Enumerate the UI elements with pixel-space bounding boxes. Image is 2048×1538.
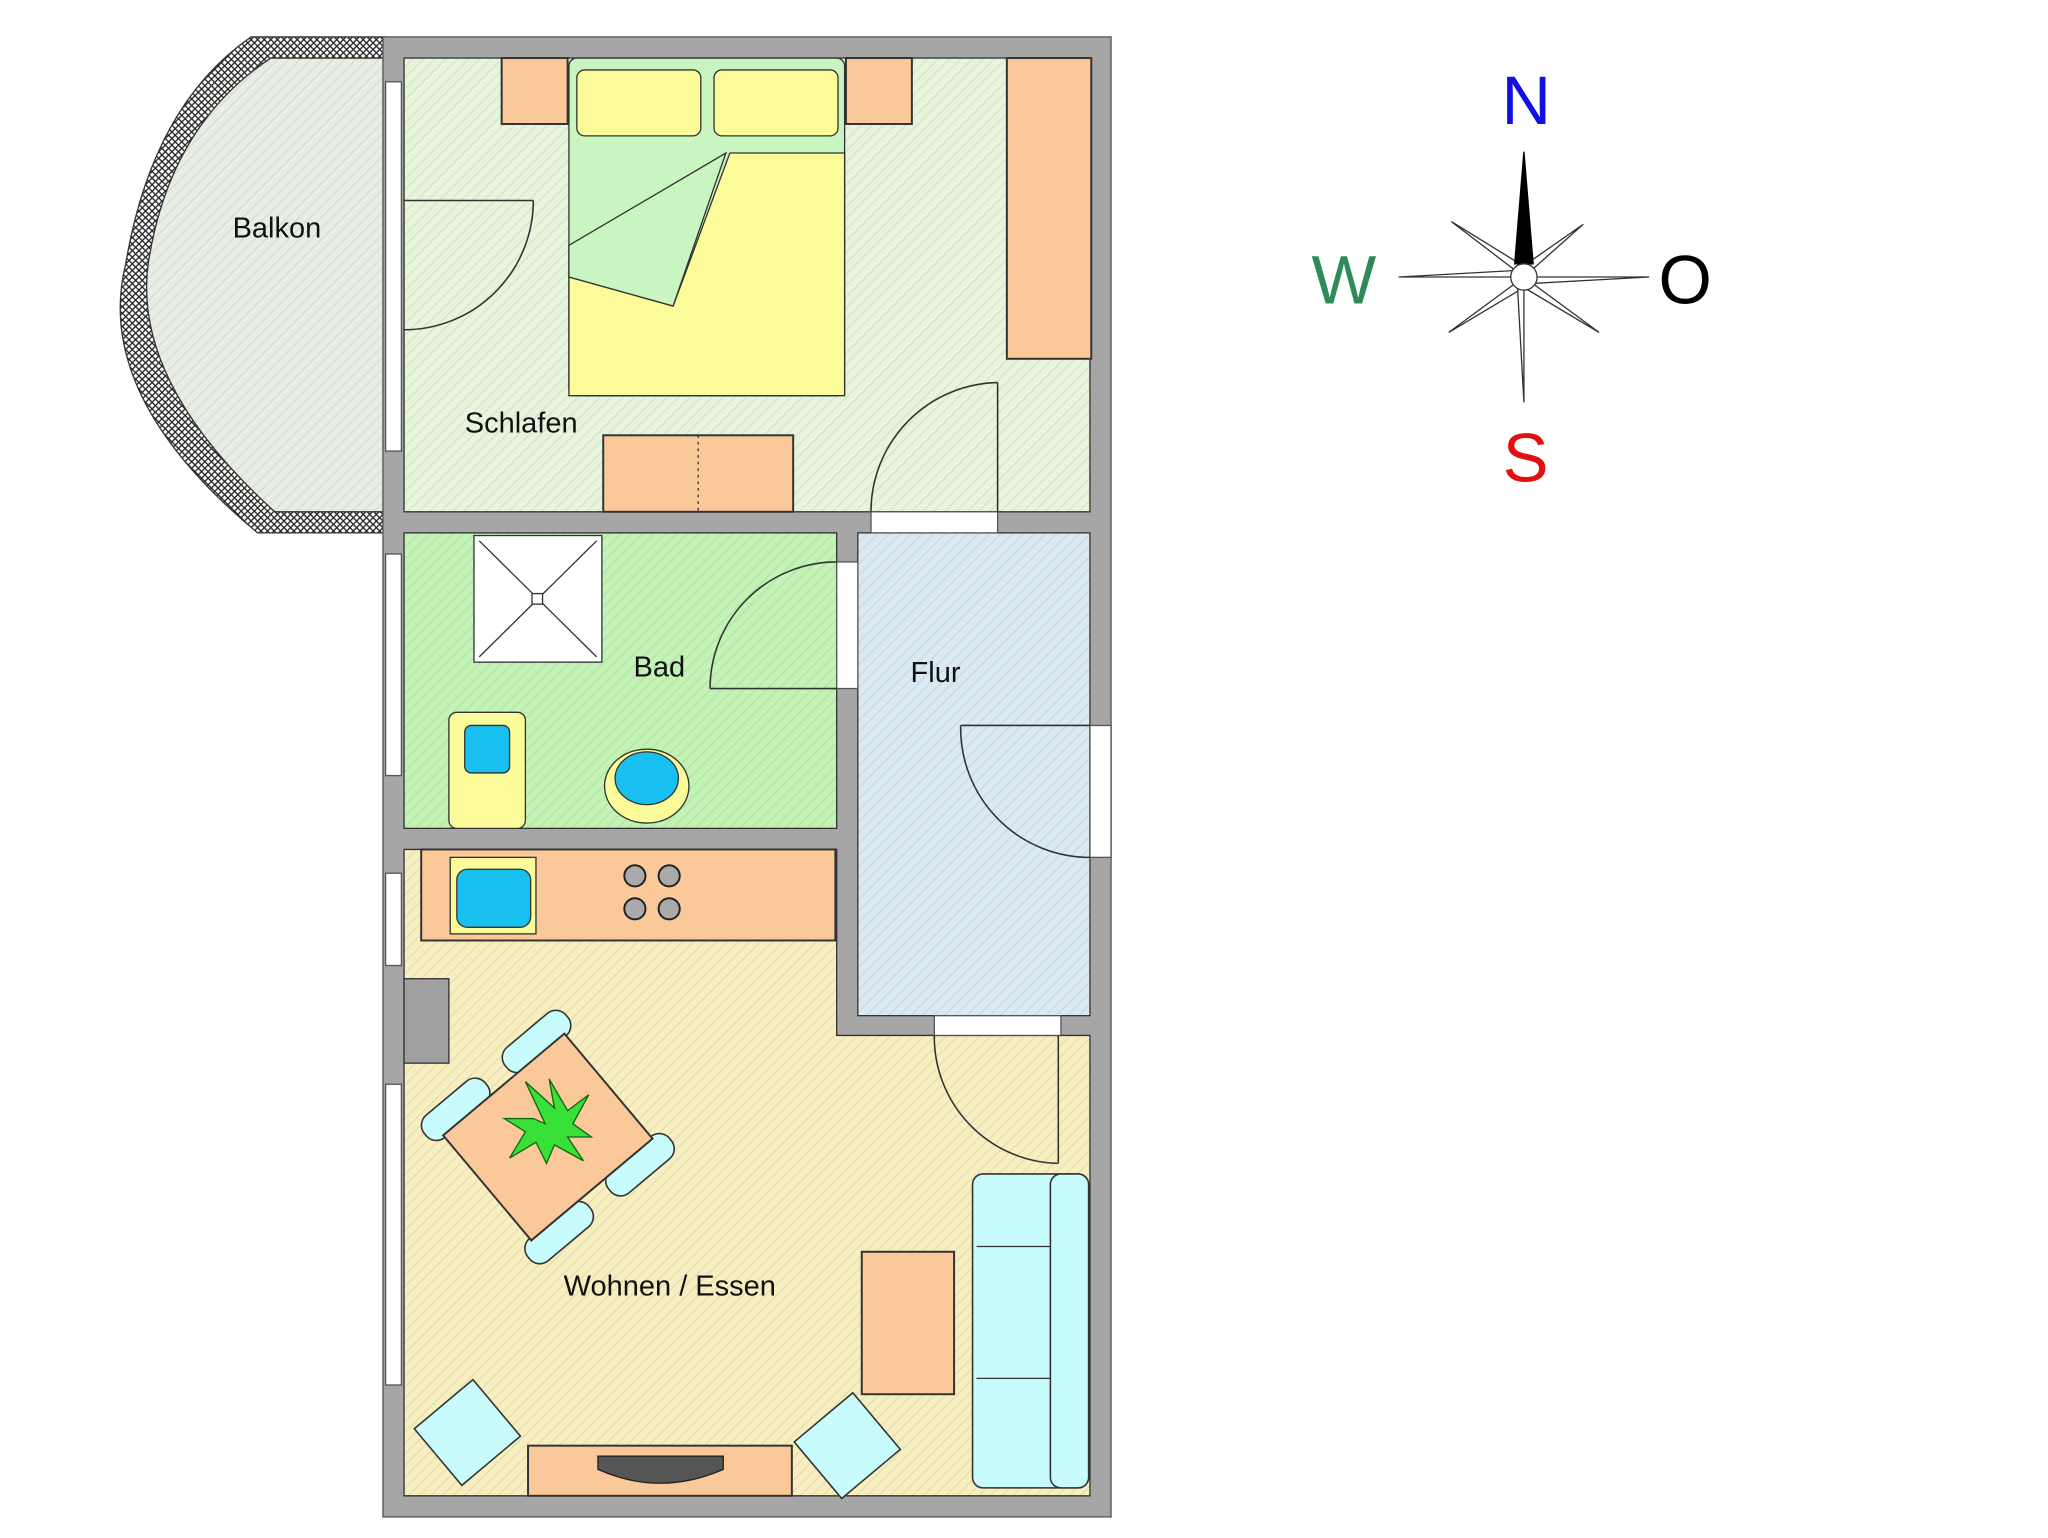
kitchen-counter [420,848,837,942]
compass-north: N [1501,62,1551,139]
room-label-hallway: Flur [911,657,961,689]
compass-east: O [1658,241,1711,318]
west-windows [384,81,403,1386]
compass-south: S [1503,419,1549,496]
sofa [971,1173,1090,1489]
washbasin [603,748,690,824]
tv-cabinet [527,1444,793,1497]
room-label-bedroom: Schlafen [465,408,578,440]
toilet [448,711,527,830]
armchair [793,1391,902,1500]
compass-rose-icon [1398,151,1650,403]
room-label-bathroom: Bad [634,652,686,684]
room-label-living: Wohnen / Essen [564,1270,776,1302]
wardrobe [1005,57,1093,360]
fireplace [403,978,450,1064]
compass-west: W [1312,241,1377,318]
balcony [119,36,387,534]
room-label-balcony: Balkon [233,212,322,244]
plant-icon [501,1078,594,1165]
shower [473,534,603,663]
dresser [602,434,795,513]
double-bed [500,57,913,397]
armchair [413,1378,522,1487]
doors [404,199,1090,1165]
coffee-table [860,1250,956,1396]
